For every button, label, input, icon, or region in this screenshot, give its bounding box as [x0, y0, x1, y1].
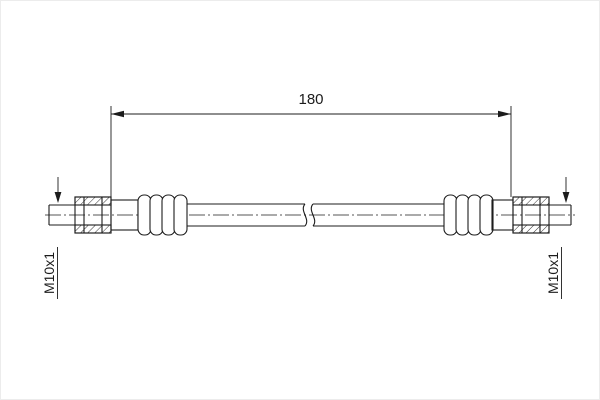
- right-nut-hatch-bottom: [512, 224, 550, 234]
- length-dimension: [110, 106, 512, 197]
- dimension-arrow-right: [498, 110, 511, 118]
- hose-body: [187, 203, 444, 227]
- left-thread-pointer: [54, 177, 62, 203]
- right-fitting: [491, 196, 572, 234]
- right-thread-label: M10x1: [545, 252, 561, 294]
- right-thread-pointer: [562, 177, 570, 203]
- left-bellows: [137, 194, 188, 236]
- right-bellows: [443, 194, 494, 236]
- length-dimension-label: 180: [298, 91, 323, 108]
- left-thread-label: M10x1: [41, 252, 57, 294]
- dimension-arrow-left: [111, 110, 124, 118]
- left-nut-hatch-bottom: [74, 224, 112, 234]
- left-nut-hatch-top: [74, 196, 112, 206]
- right-nut-hatch-top: [512, 196, 550, 206]
- break-symbol: [310, 203, 316, 227]
- break-symbol: [302, 203, 308, 227]
- left-fitting: [48, 196, 139, 234]
